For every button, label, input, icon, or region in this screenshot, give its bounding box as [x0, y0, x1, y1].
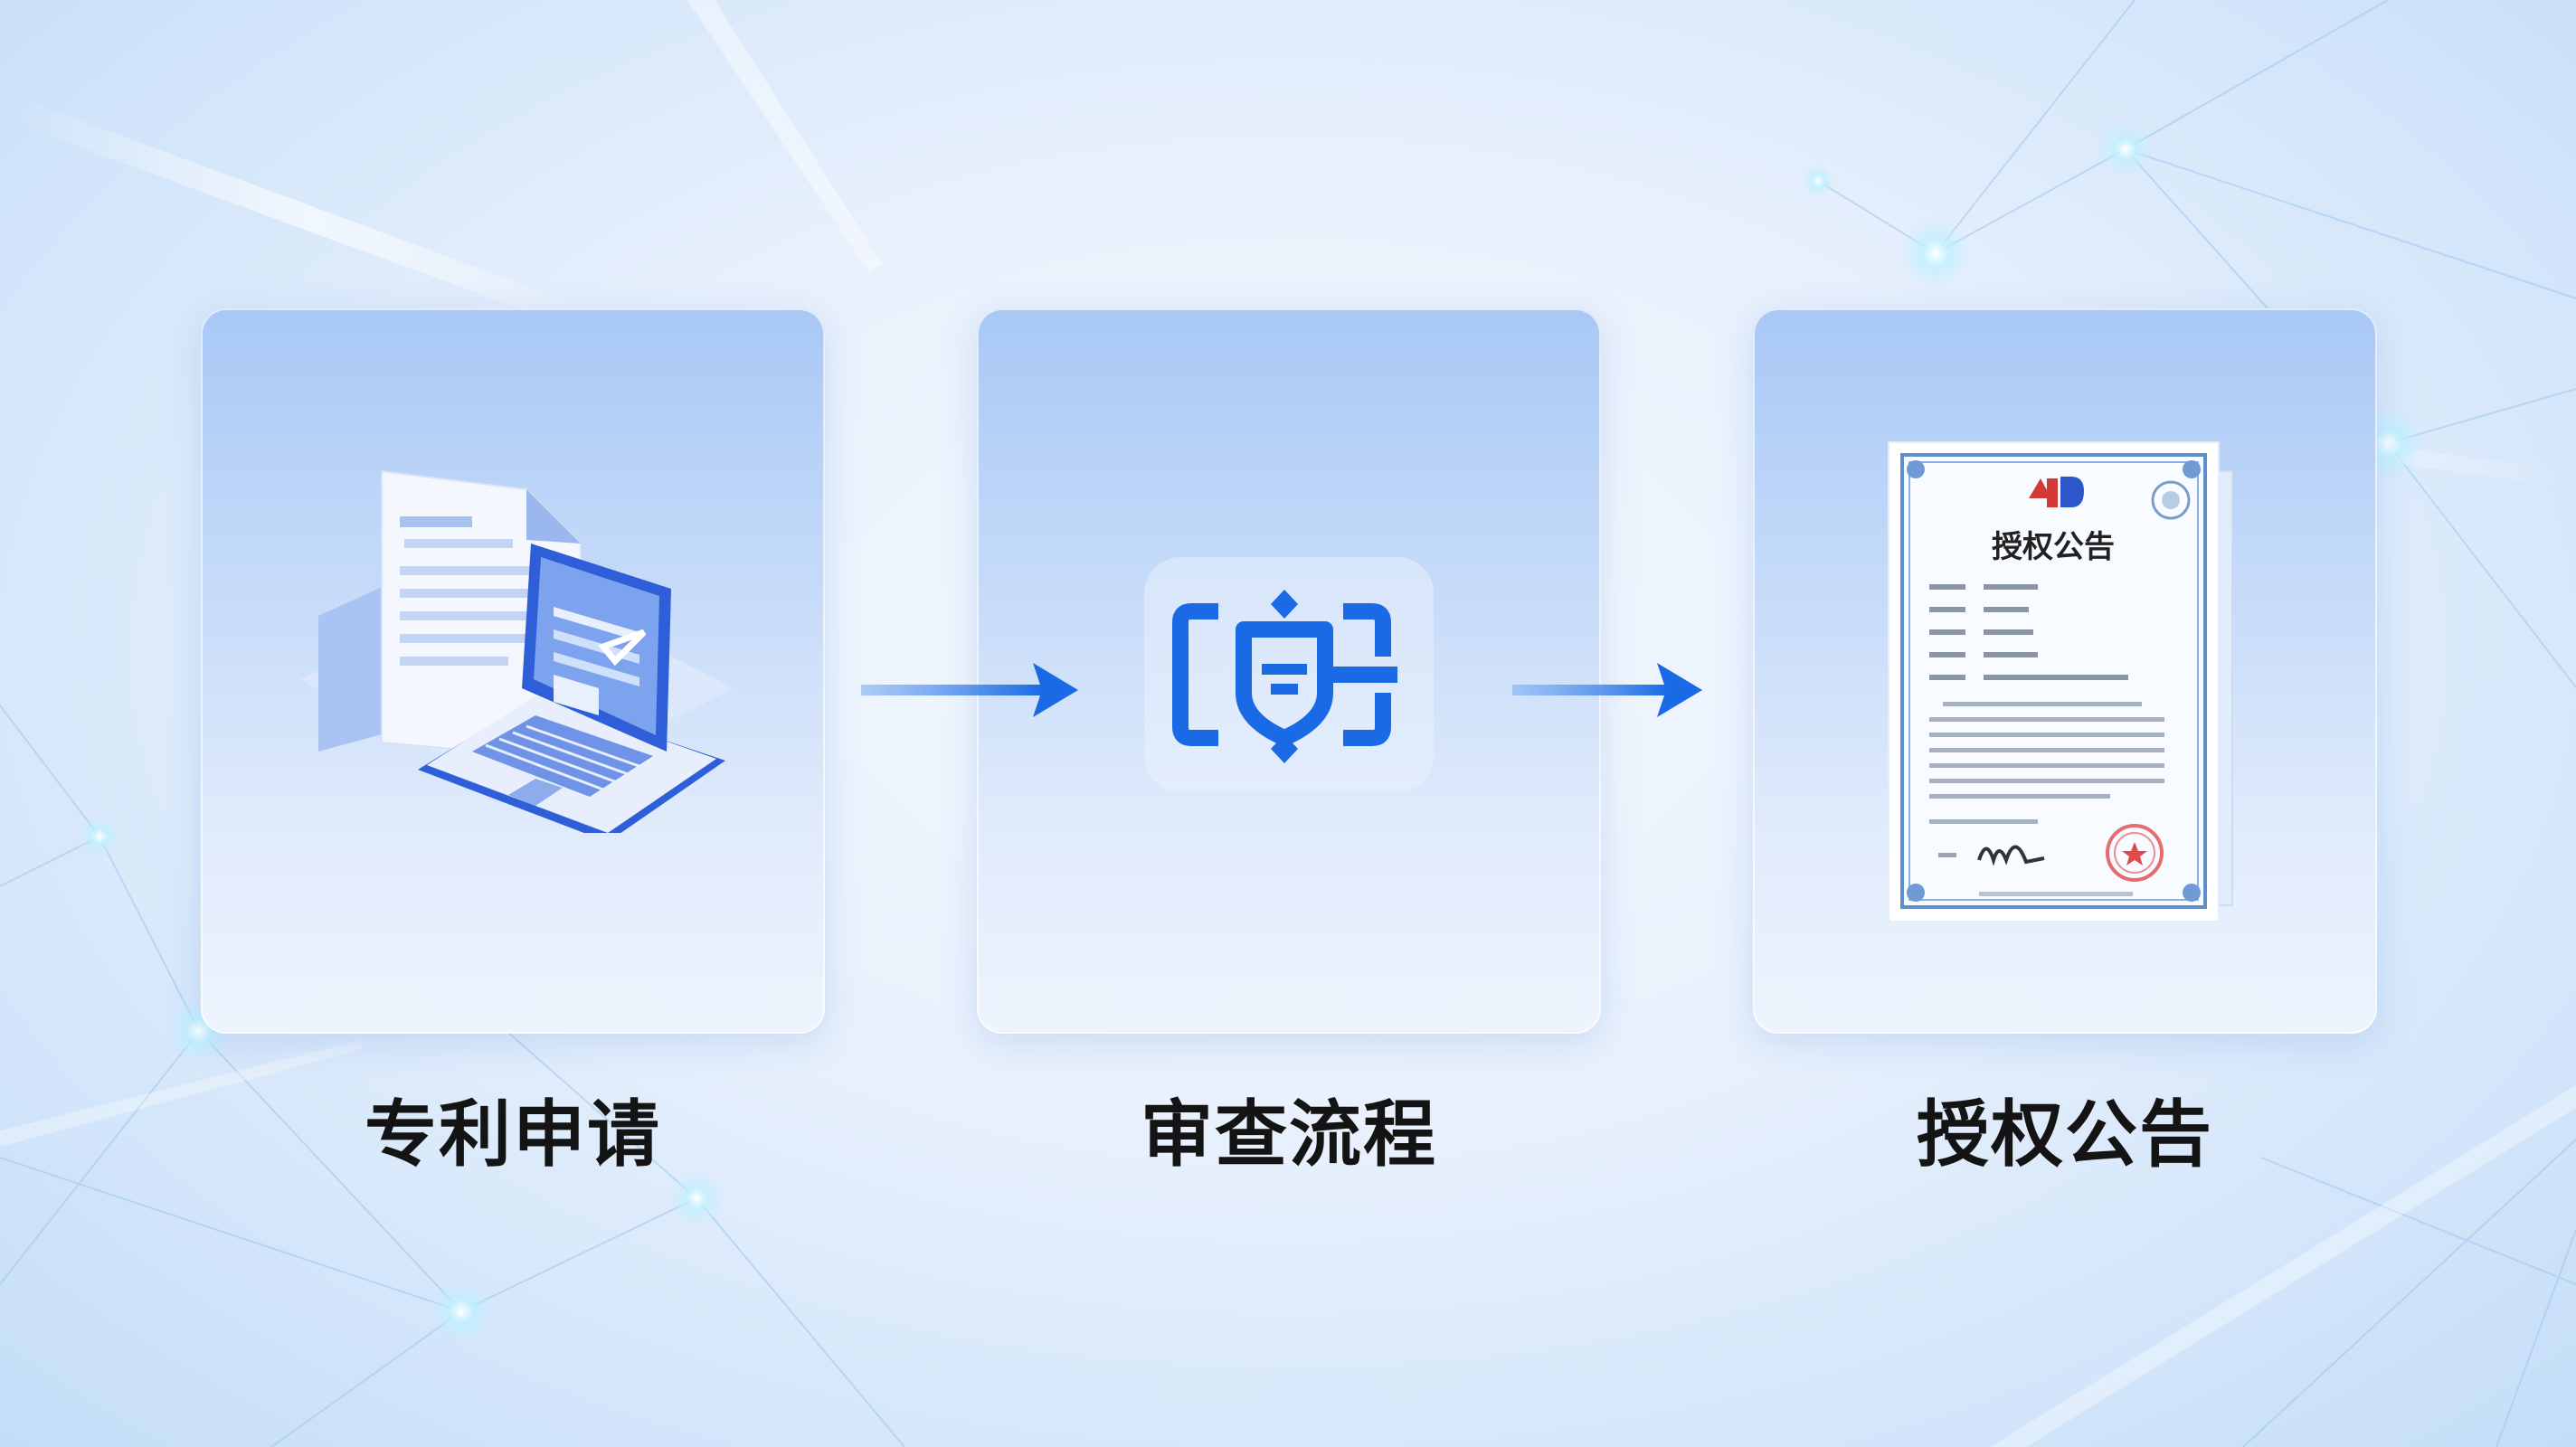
- step-card-review-process: [977, 308, 1601, 1034]
- arrow-right-icon: [1512, 663, 1702, 717]
- step-card-patent-application: [201, 308, 825, 1034]
- review-shield-icon: [1144, 557, 1434, 792]
- step-card-grant-announcement: 授权公告: [1753, 308, 2377, 1034]
- patent-application-icon: [300, 469, 734, 833]
- certificate-icon: 授权公告: [1888, 441, 2233, 922]
- step-label-review-process: 审查流程: [1141, 1092, 1437, 1177]
- step-label-patent-application: 专利申请: [365, 1092, 661, 1177]
- step-label-grant-announcement: 授权公告: [1917, 1092, 2213, 1177]
- certificate-title: 授权公告: [1992, 529, 2115, 565]
- arrow-right-icon: [861, 663, 1078, 717]
